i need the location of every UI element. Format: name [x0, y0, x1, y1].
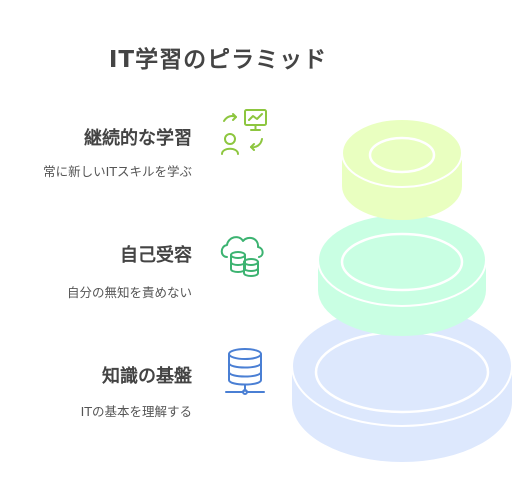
level-description-continuous-learning: 常に新しいITスキルを学ぶ: [43, 164, 192, 179]
ring-self-acceptance: [317, 213, 487, 336]
level-description-knowledge-foundation: ITの基本を理解する: [80, 404, 192, 419]
diagram-title: IT学習のピラミッド: [108, 47, 328, 73]
level-label-knowledge-foundation: 知識の基盤: [102, 366, 192, 387]
learning-cycle-icon: [221, 109, 267, 155]
ring-continuous-learning: [341, 118, 463, 220]
ring-knowledge-foundation: [291, 305, 513, 462]
level-label-continuous-learning: 継続的な学習: [84, 128, 192, 149]
cloud-database-icon: [220, 236, 264, 277]
level-label-self-acceptance: 自己受容: [120, 245, 192, 266]
level-description-self-acceptance: 自分の無知を責めない: [66, 285, 192, 300]
database-icon: [225, 348, 265, 395]
